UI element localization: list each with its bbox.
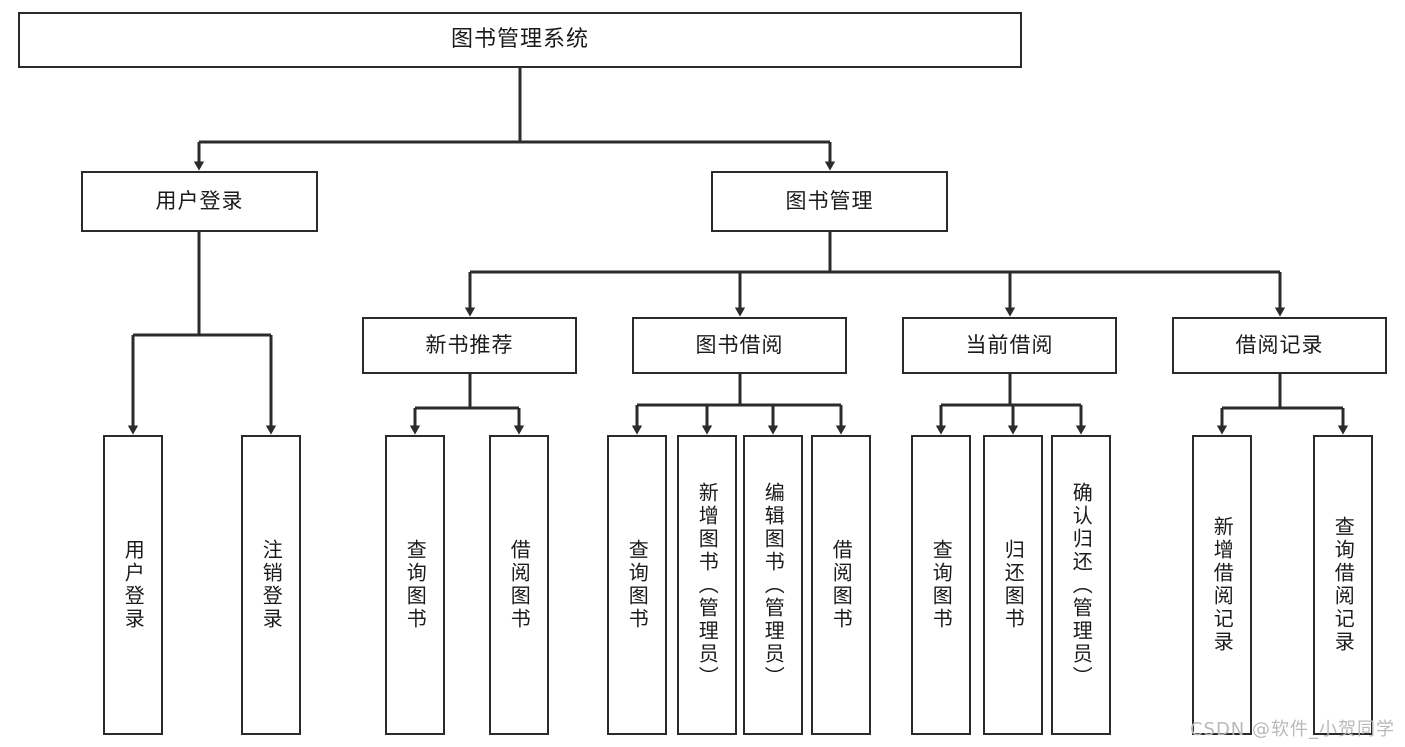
node-leaf-edit-book-label: 编辑图书（管理员） <box>761 481 786 689</box>
node-leaf-query-book-1[interactable]: 查询图书 <box>385 435 445 735</box>
node-leaf-user-login[interactable]: 用户登录 <box>103 435 163 735</box>
node-leaf-query-record[interactable]: 查询借阅记录 <box>1313 435 1373 735</box>
node-leaf-add-book[interactable]: 新增图书（管理员） <box>677 435 737 735</box>
node-book-manage-label: 图书管理 <box>785 189 874 214</box>
node-leaf-borrow-book-1-label: 借阅图书 <box>507 539 532 631</box>
node-user-login-label: 用户登录 <box>155 189 244 214</box>
node-leaf-query-book-2-label: 查询图书 <box>625 539 650 631</box>
node-leaf-logout-login-label: 注销登录 <box>259 539 284 631</box>
node-leaf-borrow-book-2[interactable]: 借阅图书 <box>811 435 871 735</box>
node-leaf-edit-book[interactable]: 编辑图书（管理员） <box>743 435 803 735</box>
node-leaf-confirm-return[interactable]: 确认归还（管理员） <box>1051 435 1111 735</box>
node-leaf-query-book-3[interactable]: 查询图书 <box>911 435 971 735</box>
node-current-borrow-label: 当前借阅 <box>965 333 1054 358</box>
node-root-label: 图书管理系统 <box>450 27 589 53</box>
node-new-book-recommend-label: 新书推荐 <box>425 333 514 358</box>
node-leaf-query-book-2[interactable]: 查询图书 <box>607 435 667 735</box>
node-leaf-add-record[interactable]: 新增借阅记录 <box>1192 435 1252 735</box>
node-book-borrow-label: 图书借阅 <box>695 333 784 358</box>
node-borrow-record-label: 借阅记录 <box>1235 333 1324 358</box>
node-borrow-record[interactable]: 借阅记录 <box>1172 317 1387 374</box>
node-leaf-confirm-return-label: 确认归还（管理员） <box>1069 481 1094 689</box>
node-leaf-user-login-label: 用户登录 <box>121 539 146 631</box>
node-leaf-add-record-label: 新增借阅记录 <box>1210 516 1235 654</box>
node-leaf-query-book-3-label: 查询图书 <box>929 539 954 631</box>
node-current-borrow[interactable]: 当前借阅 <box>902 317 1117 374</box>
node-leaf-query-record-label: 查询借阅记录 <box>1331 516 1356 654</box>
node-leaf-borrow-book-1[interactable]: 借阅图书 <box>489 435 549 735</box>
node-root[interactable]: 图书管理系统 <box>18 12 1022 68</box>
node-leaf-logout-login[interactable]: 注销登录 <box>241 435 301 735</box>
node-leaf-query-book-1-label: 查询图书 <box>403 539 428 631</box>
node-user-login[interactable]: 用户登录 <box>81 171 318 232</box>
node-leaf-borrow-book-2-label: 借阅图书 <box>829 539 854 631</box>
node-leaf-return-book-label: 归还图书 <box>1001 539 1026 631</box>
watermark: CSDN @软件_小贺同学 <box>1189 719 1395 740</box>
node-book-manage[interactable]: 图书管理 <box>711 171 948 232</box>
node-book-borrow[interactable]: 图书借阅 <box>632 317 847 374</box>
node-leaf-add-book-label: 新增图书（管理员） <box>695 481 720 689</box>
node-leaf-return-book[interactable]: 归还图书 <box>983 435 1043 735</box>
node-new-book-recommend[interactable]: 新书推荐 <box>362 317 577 374</box>
